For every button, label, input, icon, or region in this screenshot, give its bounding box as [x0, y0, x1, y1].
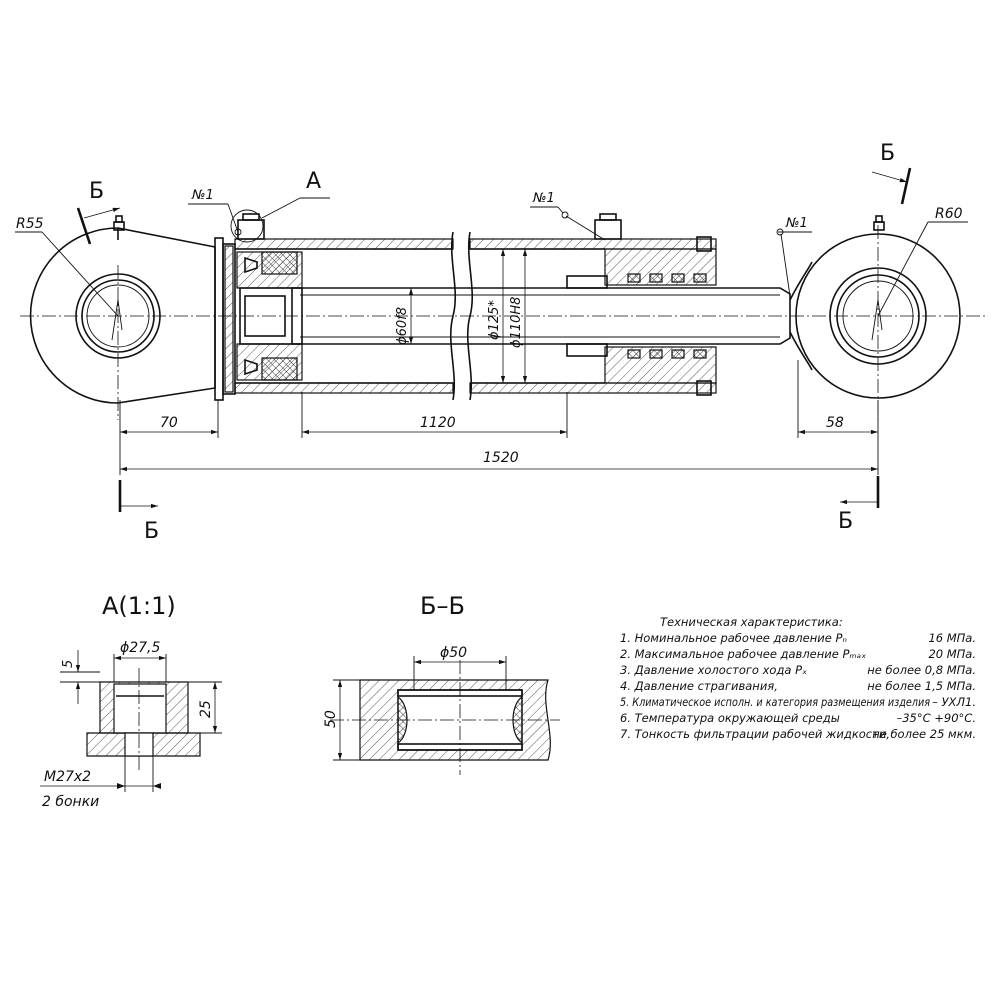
section-b-diameter: ϕ50: [440, 645, 467, 661]
radius-left-label: R55: [16, 216, 44, 232]
spec-row-3-label: 3. Давление холостого хода Pₓ: [620, 663, 807, 677]
spec-row-3-value: не более 0,8 МПа.: [867, 663, 976, 677]
dim-1520-label: 1520: [483, 450, 519, 466]
hydraulic-ports: [237, 213, 622, 240]
detail-a-thread: M27x2: [44, 769, 91, 785]
section-mark-bottom-right: Б: [838, 509, 853, 534]
section-mark-top-left: Б: [89, 179, 104, 204]
detail-a-title: A(1:1): [102, 592, 176, 620]
detail-a-diameter: ϕ27,5: [120, 640, 161, 656]
spec-row-1-value: 16 МПа.: [928, 631, 976, 645]
spec-row-7-label: 7. Тонкость фильтрации рабочей жидкости,: [620, 727, 890, 741]
spec-row-2-value: 20 МПа.: [928, 647, 976, 661]
right-eye: [789, 215, 961, 420]
cylinder-tube: [234, 231, 717, 401]
piston: [236, 251, 303, 381]
section-b-height: 50: [323, 710, 339, 728]
rod-diameter-label: ϕ60f8: [395, 307, 410, 345]
section-mark-bottom-left: Б: [144, 519, 159, 544]
detail-callout-letter: A: [306, 169, 321, 194]
detail-a-thread-note: 2 бонки: [42, 794, 99, 810]
spec-row-4-label: 4. Давление страгивания,: [620, 679, 778, 693]
spec-row-7-value: не более 25 мкм.: [872, 727, 976, 741]
spec-row-5-label: 5. Климатическое исполн. и категория раз…: [620, 695, 930, 709]
cylinder-main-view: R55 R60 ϕ60f8 ϕ125* ϕ110H8 A №1 №1 №1 Б: [15, 141, 985, 544]
technical-specs: Техническая характеристика: 1. Номинальн…: [620, 615, 976, 741]
spec-row-5-value: – УХЛ1.: [932, 695, 976, 709]
front-gland: [566, 236, 717, 396]
note-mark-2: №1: [532, 191, 555, 206]
spec-row-6-value: –35°С +90°С.: [896, 711, 976, 725]
piston-rod: [291, 287, 791, 345]
section-mark-top-right: Б: [880, 141, 895, 166]
bore-diameter-label: ϕ110H8: [509, 297, 524, 348]
section-b-title: Б–Б: [420, 592, 465, 620]
section-b-view: Б–Б ϕ50 50: [323, 592, 560, 775]
spec-row-6-label: 6. Температура окружающей среды: [620, 711, 840, 725]
dim-58-label: 58: [826, 415, 844, 431]
spec-row-1-label: 1. Номинальное рабочее давление Pₙ: [620, 631, 847, 645]
dim-70-label: 70: [160, 415, 178, 431]
note-mark-3: №1: [785, 216, 808, 231]
detail-a-dim-25: 25: [198, 700, 214, 718]
spec-row-4-value: не более 1,5 МПа.: [867, 679, 976, 693]
dim-1120-label: 1120: [420, 415, 456, 431]
note-mark-1: №1: [191, 188, 214, 203]
left-eye: [29, 215, 216, 420]
rear-flange: [214, 237, 236, 401]
spec-row-2-label: 2. Максимальное рабочее давление Pₘₐₓ: [620, 647, 866, 661]
piston-diameter-label: ϕ125*: [487, 300, 502, 340]
radius-right-label: R60: [935, 206, 963, 222]
detail-a-view: A(1:1) ϕ27,5 5 25 M27x2 2 бонки: [40, 592, 222, 810]
detail-a-dim-5: 5: [61, 660, 76, 668]
specs-title: Техническая характеристика:: [660, 615, 843, 629]
